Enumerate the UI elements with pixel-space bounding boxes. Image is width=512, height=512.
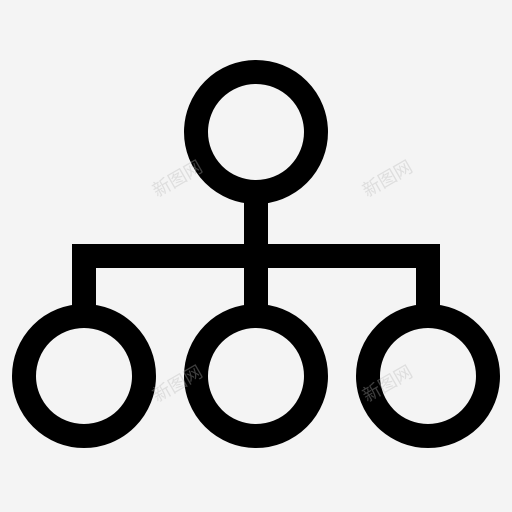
child-node-circle-center — [184, 304, 328, 448]
child-node-circle-left — [12, 304, 156, 448]
branch-connector-line — [72, 244, 440, 306]
child-node-circle-right — [356, 304, 500, 448]
root-node-circle — [184, 60, 328, 204]
